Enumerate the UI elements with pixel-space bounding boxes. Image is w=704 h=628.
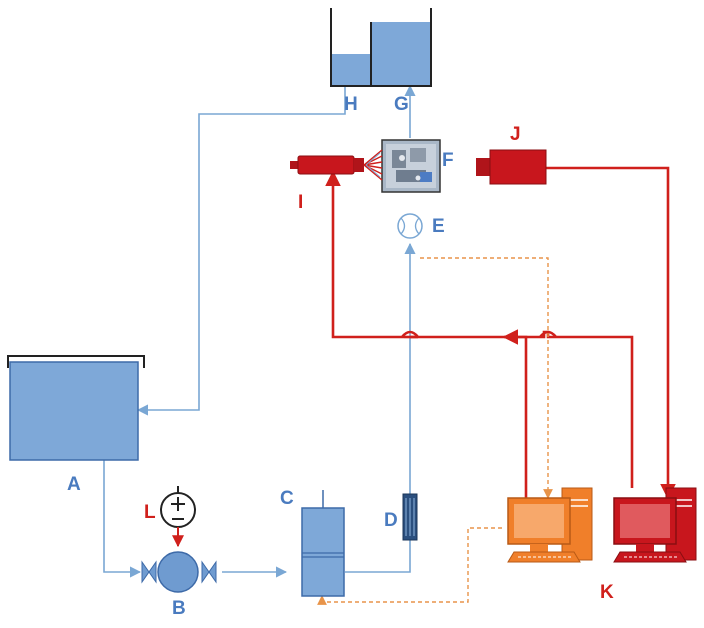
tank-a-rim xyxy=(7,355,145,368)
cylinder-c xyxy=(301,490,345,597)
power-source-icon xyxy=(160,486,196,548)
tank-a-water xyxy=(9,361,139,461)
label-j: J xyxy=(510,124,521,145)
tank-h-water xyxy=(331,54,371,86)
camera-icon xyxy=(476,149,547,185)
computer-icon xyxy=(613,487,697,563)
flow-pipes xyxy=(103,84,416,578)
label-f: F xyxy=(442,150,454,171)
label-e: E xyxy=(432,216,445,237)
tank-a xyxy=(7,355,145,461)
dashed-meter-to-computer xyxy=(420,257,553,499)
dashed-lines xyxy=(317,257,553,605)
label-b: B xyxy=(172,598,186,619)
label-a: A xyxy=(67,474,81,495)
label-g: G xyxy=(394,94,409,115)
signal-lines xyxy=(325,166,676,500)
label-k: K xyxy=(600,582,614,603)
tank-outline xyxy=(330,8,432,87)
line-hops xyxy=(400,330,558,338)
laser-icon xyxy=(290,149,383,181)
tank-g-water xyxy=(371,22,431,86)
line-j-to-computer xyxy=(545,166,676,500)
computer-icon xyxy=(507,487,593,563)
filter-d xyxy=(402,493,418,541)
label-d: D xyxy=(384,510,398,531)
tanks-h-g xyxy=(330,8,432,87)
label-h: H xyxy=(344,94,358,115)
line-laser-feed xyxy=(325,170,404,339)
label-l: L xyxy=(144,502,156,523)
label-i: I xyxy=(298,192,303,213)
label-c: C xyxy=(280,488,294,509)
pump-icon xyxy=(157,551,199,593)
test-section-f xyxy=(381,139,441,193)
valve-icon xyxy=(141,560,217,584)
line-orange-computer-to-loop xyxy=(502,329,528,500)
flowmeter-icon xyxy=(397,213,423,239)
dashed-computer-to-c xyxy=(317,527,502,605)
pipe-a-to-b xyxy=(103,460,142,578)
pipe-c-to-d xyxy=(345,540,411,573)
line-to-laser xyxy=(410,330,634,488)
pipe-h-to-a xyxy=(136,86,346,416)
